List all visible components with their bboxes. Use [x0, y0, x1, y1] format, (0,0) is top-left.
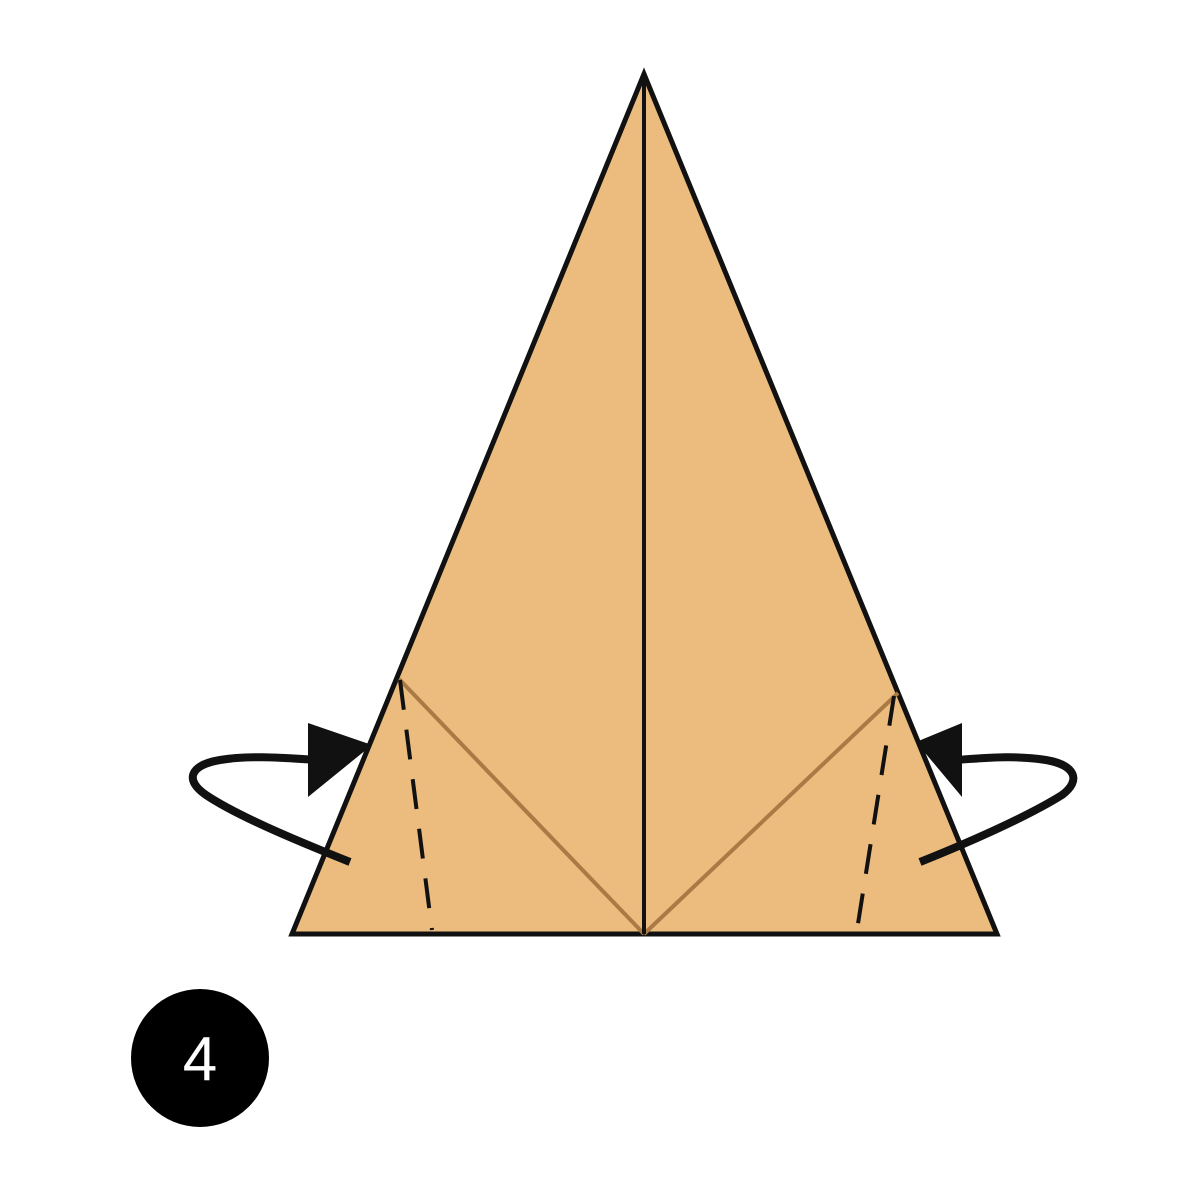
- step-number: 4: [183, 1025, 217, 1094]
- right-curved-fold-behind-arrow-icon: [916, 723, 1078, 866]
- right-dashed-fold-line: [855, 695, 896, 931]
- left-dashed-fold-line: [398, 679, 434, 931]
- right-diagonal-crease: [642, 691, 900, 936]
- step-number-badge: 4: [131, 989, 269, 1127]
- left-diagonal-crease: [397, 677, 646, 936]
- left-curved-fold-behind-arrow-icon: [188, 723, 372, 866]
